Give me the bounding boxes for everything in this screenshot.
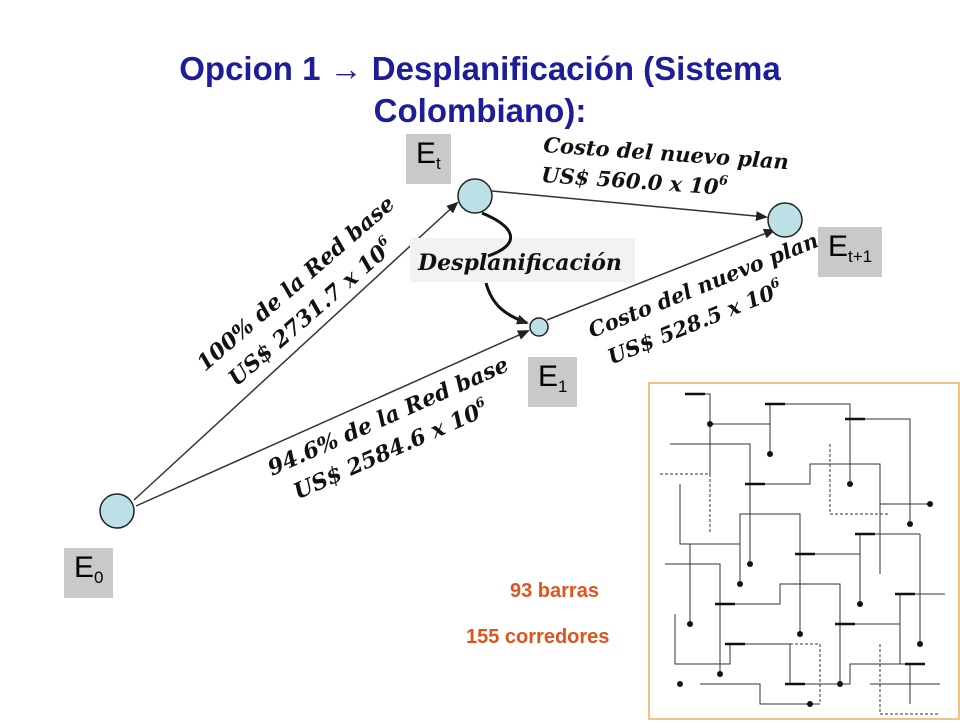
label-e1: E1 xyxy=(528,357,578,407)
label-et1: Et+1 xyxy=(818,227,883,277)
label-e0-letter: E xyxy=(74,551,95,584)
edge-e0-e1 xyxy=(135,330,530,507)
edge-e1-et1 xyxy=(546,229,776,321)
network-schematic-drawing xyxy=(660,392,945,715)
label-e0: E0 xyxy=(64,548,114,598)
edge-et-et1-annotation: Costo del nuevo plan US$ 560.0 x 106 xyxy=(541,132,790,199)
node-e1[interactable] xyxy=(529,317,549,337)
title-line-1: Opcion 1 → Desplanificación (Sistema xyxy=(179,50,781,87)
node-et[interactable] xyxy=(457,178,493,214)
stat-barras: 93 barras xyxy=(510,580,599,602)
desplanificacion-bg xyxy=(410,238,635,282)
desplanificacion-arrow xyxy=(481,211,527,323)
edge-e0-et-annotation: 100% de la Red base US$ 2731.7 x 106 xyxy=(192,191,400,392)
edge-et-et1 xyxy=(491,190,768,222)
label-e1-sub: 1 xyxy=(558,377,568,396)
label-et: Et xyxy=(406,134,451,184)
label-et-letter: E xyxy=(416,137,437,170)
label-e1-letter: E xyxy=(538,360,559,393)
stat-corredores: 155 corredores xyxy=(466,626,610,648)
label-et1-letter: E xyxy=(828,230,849,263)
label-et-sub: t xyxy=(436,154,441,173)
label-et1-sub: t+1 xyxy=(848,247,873,266)
edge-e0-et xyxy=(133,201,459,501)
label-e0-sub: 0 xyxy=(94,568,104,587)
slide-title: Opcion 1 → Desplanificación (Sistema Col… xyxy=(0,48,960,132)
title-line-2: Colombiano): xyxy=(373,92,587,129)
desplanificacion-label: Desplanificación xyxy=(417,250,622,276)
node-e0[interactable] xyxy=(99,493,135,529)
network-schematic xyxy=(648,382,960,720)
node-et1[interactable] xyxy=(767,202,803,238)
